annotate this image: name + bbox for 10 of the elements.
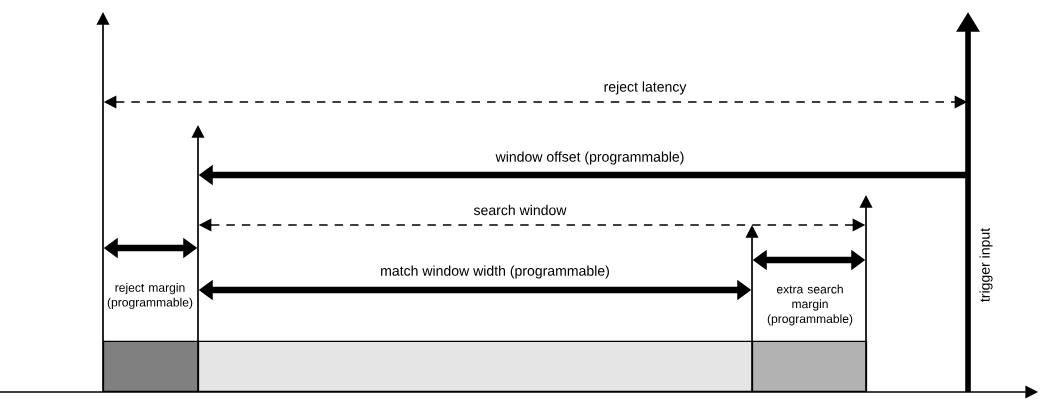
interval-label: reject latency <box>604 81 687 95</box>
interval-label: match window width (programmable) <box>381 265 609 279</box>
window-segment <box>752 340 868 392</box>
interval-label: reject margin (programmable) <box>107 283 193 309</box>
interval-label: search window <box>473 204 567 216</box>
interval-label: trigger input <box>979 228 993 302</box>
window-segment <box>103 340 200 392</box>
interval-label: extra search margin (programmable) <box>767 284 853 326</box>
interval-label: window offset (programmable) <box>495 151 684 165</box>
window-segment <box>198 340 754 392</box>
